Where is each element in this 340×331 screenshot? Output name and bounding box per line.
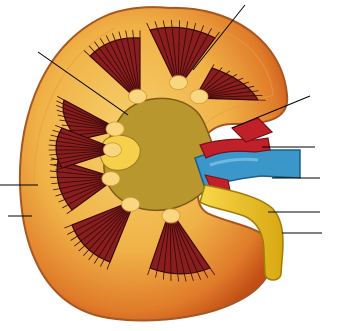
cortex-ray bbox=[49, 145, 56, 146]
renal-papilla-2 bbox=[190, 90, 208, 104]
cortex-ray bbox=[49, 154, 56, 155]
renal-papilla-7 bbox=[162, 209, 180, 223]
renal-papilla-4 bbox=[106, 122, 124, 136]
renal-papilla-3 bbox=[129, 90, 147, 104]
renal-papilla-5 bbox=[102, 172, 120, 186]
cortex-ray bbox=[62, 125, 68, 126]
renal-papilla-1 bbox=[169, 76, 187, 90]
renal-papilla-8 bbox=[103, 143, 121, 157]
renal-papilla-6 bbox=[122, 197, 140, 211]
